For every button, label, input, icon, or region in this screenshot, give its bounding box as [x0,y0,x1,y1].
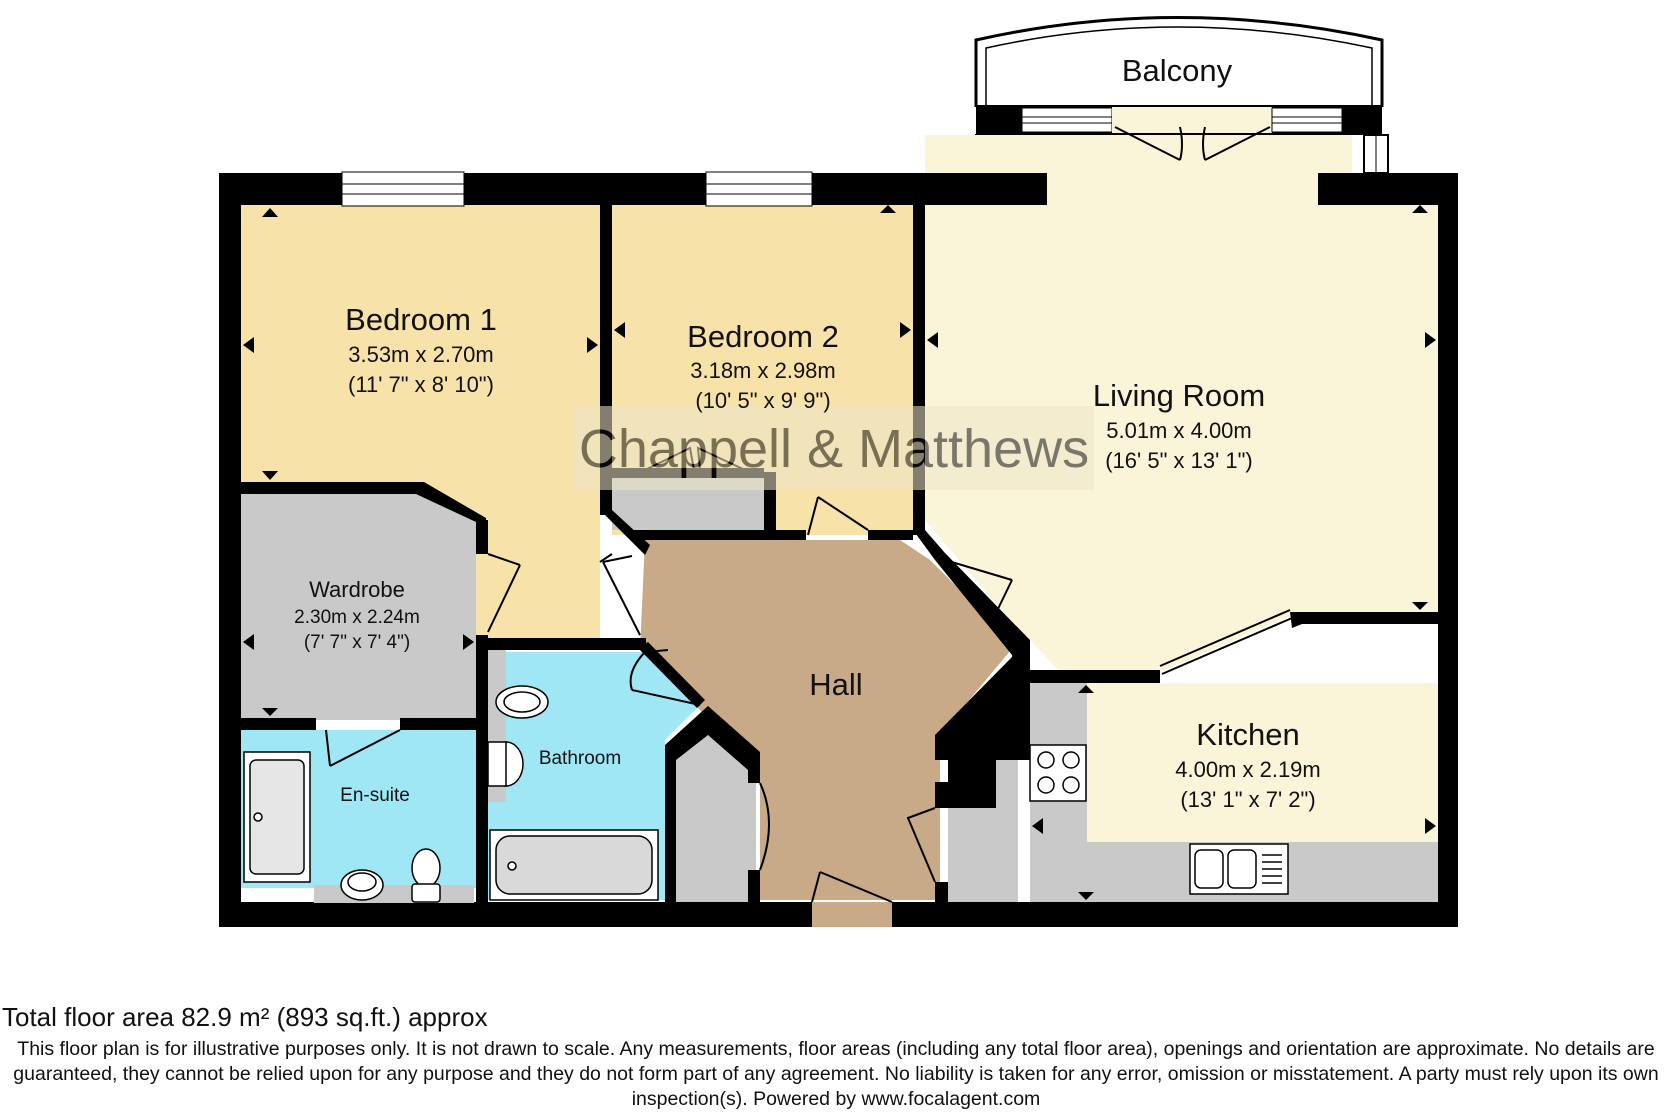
wardrobe-metric: 2.30m x 2.24m [294,607,420,628]
bedroom-2-imperial: (10' 5" x 9' 9") [695,388,830,413]
kitchen-name: Kitchen [1196,717,1299,752]
living-room-name: Living Room [1093,378,1265,413]
fixtures [243,650,1289,903]
ensuite-name: En-suite [340,785,410,806]
windows [342,183,812,195]
hall-floor [640,540,1015,900]
total-floor-area: Total floor area 82.9 m² (893 sq.ft.) ap… [2,1002,488,1032]
watermark: Chappell & Matthews [574,406,1094,490]
wardrobe-imperial: (7' 7" x 7' 4") [304,632,410,653]
wardrobe-name: Wardrobe [309,577,405,602]
bedroom-1-imperial: (11' 7" x 8' 10") [348,372,494,397]
kitchen-metric: 4.00m x 2.19m [1175,757,1321,782]
bedroom-1-name: Bedroom 1 [345,302,497,337]
hall-name: Hall [809,667,862,702]
dimension-markers [243,205,1436,900]
bedroom-2-metric: 3.18m x 2.98m [690,358,836,383]
hob [1029,744,1087,802]
bedroom-1-metric: 3.53m x 2.70m [348,342,494,367]
bathroom-name: Bathroom [539,748,621,769]
living-room-imperial: (16' 5" x 13' 1") [1105,448,1253,473]
disclaimer: This floor plan is for illustrative purp… [13,1038,1659,1110]
bedroom-2-name: Bedroom 2 [687,319,839,354]
kitchen-imperial: (13' 1" x 7' 2") [1180,787,1315,812]
watermark-text: Chappell & Matthews [579,419,1089,479]
ensuite-toilet [411,848,441,888]
balcony-label: Balcony [1122,53,1233,88]
wardrobe-floor [241,492,476,720]
living-room-floor [925,135,1438,672]
living-room-metric: 5.01m x 4.00m [1106,418,1252,443]
hall-cupboard-left [676,720,756,902]
